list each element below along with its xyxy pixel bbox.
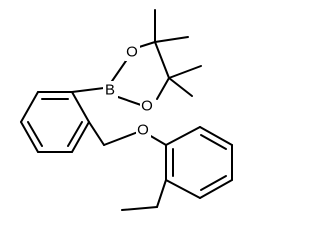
aromatic-inner-bond [200, 175, 227, 191]
bond [71, 121, 90, 153]
bond [20, 121, 39, 153]
benzene-ring-right [165, 126, 233, 199]
bond [103, 131, 139, 146]
boron-atom: B [103, 81, 118, 99]
methyl-bond [168, 65, 202, 79]
methyl-bond [154, 36, 189, 43]
oxygen-lower-label: O [141, 98, 153, 115]
bond [154, 41, 170, 79]
oxygen-ether-label: O [137, 122, 149, 139]
bond [88, 121, 105, 146]
boron-label: B [105, 82, 115, 99]
oxygen-atom-lower: O [140, 97, 155, 115]
chemical-structure-diagram: B O O O [20, 9, 233, 211]
bond [20, 91, 39, 123]
oxygen-atom-upper: O [125, 43, 140, 61]
bond [156, 77, 170, 100]
bond [71, 87, 105, 93]
oxygen-upper-label: O [126, 44, 138, 61]
bond [109, 57, 129, 85]
aromatic-inner-bond [27, 121, 43, 147]
methyl-bond [168, 77, 193, 97]
oxygen-atom-ether: O [136, 121, 151, 139]
bond [199, 179, 233, 199]
bond [148, 134, 167, 146]
boronate-ester-ring [71, 41, 170, 106]
aromatic-inner-bond [67, 121, 83, 147]
aromatic-inner-bond [200, 134, 227, 150]
ether-linker [88, 121, 167, 146]
bond [165, 126, 201, 146]
bond [165, 179, 201, 199]
ethyl-group [121, 179, 167, 211]
bond [121, 206, 158, 211]
methyl-groups [154, 9, 202, 97]
benzene-ring-left [20, 91, 90, 153]
bond [156, 179, 167, 208]
bond [117, 96, 142, 106]
bond [199, 126, 233, 146]
bond [71, 91, 90, 123]
